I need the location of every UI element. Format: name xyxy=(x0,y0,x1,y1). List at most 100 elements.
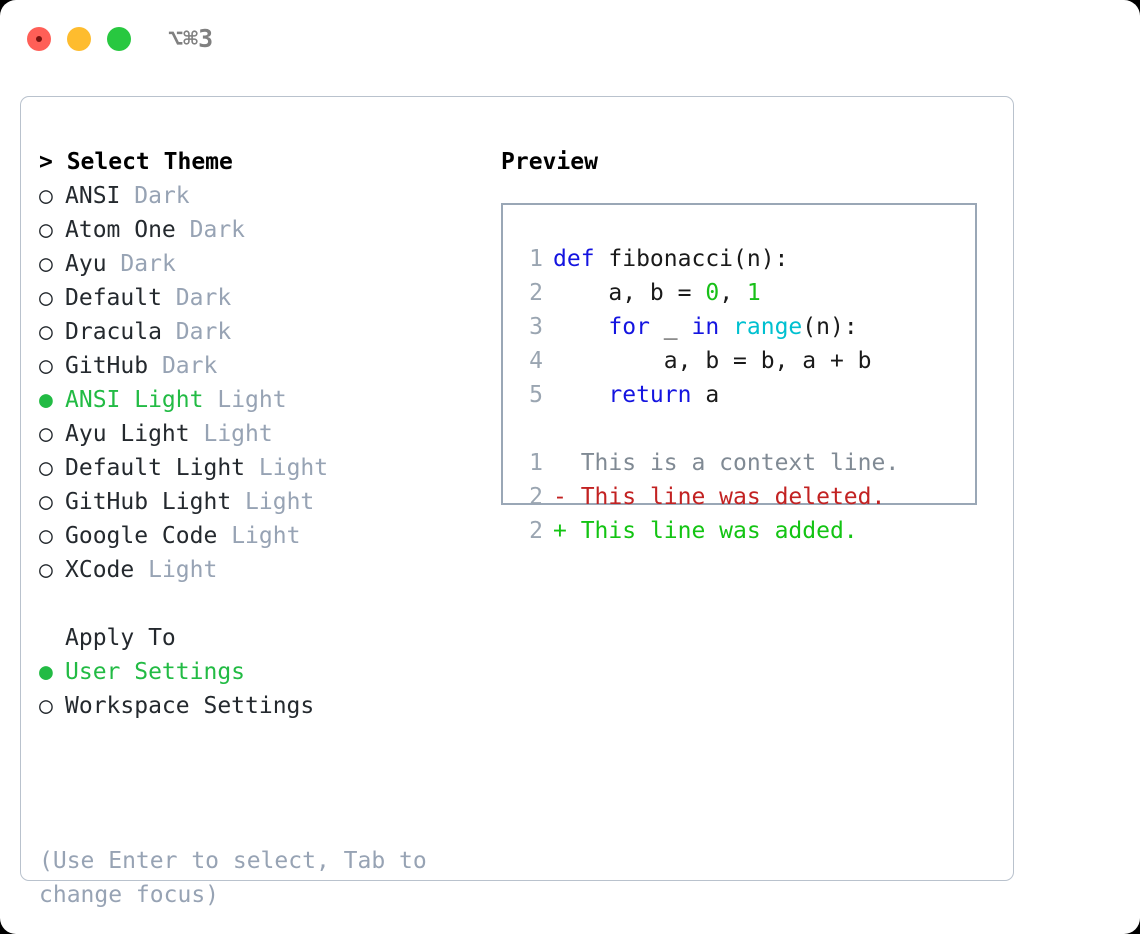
theme-name: Default xyxy=(65,285,162,311)
keyboard-shortcut-label: ⌥⌘3 xyxy=(168,24,214,53)
theme-list-item[interactable]: ○ Ayu Light Light xyxy=(39,417,479,451)
theme-name: Google Code xyxy=(65,523,218,549)
code-line: 3 for _ in range(n): xyxy=(517,310,971,344)
diff-line: 1 This is a context line. xyxy=(517,446,971,480)
theme-list-item[interactable]: ○ GitHub Dark xyxy=(39,349,479,383)
theme-picker-heading: > Select Theme xyxy=(39,149,233,175)
diff-marker: + xyxy=(553,518,581,544)
theme-list-item[interactable]: ○ Ayu Dark xyxy=(39,247,479,281)
radio-unselected-icon: ○ xyxy=(39,523,67,549)
line-number: 2 xyxy=(529,518,543,544)
code-token xyxy=(719,314,733,340)
radio-unselected-icon: ○ xyxy=(39,285,67,311)
close-icon xyxy=(36,36,42,42)
code-token: for xyxy=(608,314,650,340)
theme-name: ANSI xyxy=(65,183,121,209)
code-token xyxy=(553,314,608,340)
content-panel: > Select Theme ○ ANSI Dark○ Atom One Dar… xyxy=(20,96,1014,908)
theme-list-item[interactable]: ● ANSI Light Light xyxy=(39,383,479,417)
theme-variant-label: Light xyxy=(245,489,315,515)
theme-list-item[interactable]: ○ GitHub Light Light xyxy=(39,485,479,519)
theme-variant-label: Light xyxy=(217,387,287,413)
theme-name: GitHub xyxy=(65,353,149,379)
code-token: return xyxy=(608,382,692,408)
apply-to-item[interactable]: ○ Workspace Settings xyxy=(39,689,479,723)
apply-to-heading: Apply To xyxy=(65,625,176,651)
apply-to-item[interactable]: ● User Settings xyxy=(39,655,479,689)
title-bar: ⌥⌘3 xyxy=(0,0,1140,80)
theme-list-item[interactable]: ○ XCode Light xyxy=(39,553,479,587)
code-token: _ xyxy=(649,314,692,340)
code-line: 1 def fibonacci(n): xyxy=(517,242,971,276)
theme-variant-label: Dark xyxy=(175,319,232,345)
theme-variant-label: Dark xyxy=(120,251,176,277)
theme-list-item[interactable]: ○ Default Dark xyxy=(39,281,479,315)
line-number: 1 xyxy=(529,246,543,272)
radio-unselected-icon: ○ xyxy=(39,353,67,379)
apply-to-list: ● User Settings○ Workspace Settings xyxy=(39,655,479,723)
radio-selected-icon: ● xyxy=(39,659,67,685)
radio-unselected-icon: ○ xyxy=(39,489,67,515)
theme-list-item[interactable]: ○ Google Code Light xyxy=(39,519,479,553)
radio-selected-icon: ● xyxy=(39,387,67,413)
diff-text: This line was added. xyxy=(580,518,858,544)
theme-variant-label: Dark xyxy=(175,285,232,311)
code-token: a, b = b, a + b xyxy=(553,348,872,374)
theme-name: Ayu xyxy=(65,251,107,277)
code-token xyxy=(553,382,608,408)
line-number: 5 xyxy=(529,382,543,408)
diff-text: This line was deleted. xyxy=(580,484,886,510)
theme-name: Default Light xyxy=(65,455,246,481)
line-number: 4 xyxy=(529,348,543,374)
theme-list: ○ ANSI Dark○ Atom One Dark○ Ayu Dark○ De… xyxy=(39,179,479,587)
diff-line: 2- This line was deleted. xyxy=(517,480,971,514)
theme-list-item[interactable]: ○ Dracula Dark xyxy=(39,315,479,349)
theme-list-item[interactable]: ○ ANSI Dark xyxy=(39,179,479,213)
theme-variant-label: Light xyxy=(258,455,329,481)
diff-line: 2 + This line was added. xyxy=(517,514,971,548)
line-number: 2 xyxy=(529,280,543,306)
radio-unselected-icon: ○ xyxy=(39,557,67,583)
code-token: (n): xyxy=(802,314,858,340)
line-number: 1 xyxy=(529,450,543,476)
code-diff-gap xyxy=(517,412,971,446)
code-line: 4 a, b = b, a + b xyxy=(517,344,971,378)
theme-list-item[interactable]: ○ Default Light Light xyxy=(39,451,479,485)
keyboard-hint-text: (Use Enter to select, Tab to change focu… xyxy=(39,848,427,908)
theme-name: GitHub Light xyxy=(65,489,232,515)
radio-unselected-icon: ○ xyxy=(39,455,67,481)
maximize-window-button[interactable] xyxy=(107,27,131,51)
code-line: 2 a, b = 0, 1 xyxy=(517,276,971,310)
theme-name: ANSI Light xyxy=(65,387,204,413)
diff-marker: - xyxy=(553,484,581,510)
code-token: a, b = xyxy=(553,280,706,306)
theme-picker-column: > Select Theme ○ ANSI Dark○ Atom One Dar… xyxy=(39,145,479,723)
apply-to-label: Workspace Settings xyxy=(65,693,315,719)
theme-variant-label: Dark xyxy=(189,217,246,243)
radio-unselected-icon: ○ xyxy=(39,421,67,447)
radio-unselected-icon: ○ xyxy=(39,319,67,345)
code-token: a xyxy=(691,382,720,408)
code-line: 5 return a xyxy=(517,378,971,412)
radio-unselected-icon: ○ xyxy=(39,183,67,209)
code-token: def xyxy=(553,246,595,272)
preview-title: Preview xyxy=(501,149,598,175)
theme-list-item[interactable]: ○ Atom One Dark xyxy=(39,213,479,247)
code-token: 0 xyxy=(705,280,720,306)
code-token: range xyxy=(733,314,803,340)
diff-marker xyxy=(553,450,581,476)
diff-text: This is a context line. xyxy=(580,450,900,476)
radio-unselected-icon: ○ xyxy=(39,693,67,719)
diff-sample: 1 This is a context line.2- This line wa… xyxy=(517,446,971,548)
code-token: 1 xyxy=(746,280,761,306)
theme-name: Ayu Light xyxy=(65,421,190,447)
radio-unselected-icon: ○ xyxy=(39,217,67,243)
theme-name: XCode xyxy=(65,557,135,583)
minimize-window-button[interactable] xyxy=(67,27,91,51)
code-token: fibonacci(n): xyxy=(594,246,789,272)
theme-name: Atom One xyxy=(65,217,176,243)
